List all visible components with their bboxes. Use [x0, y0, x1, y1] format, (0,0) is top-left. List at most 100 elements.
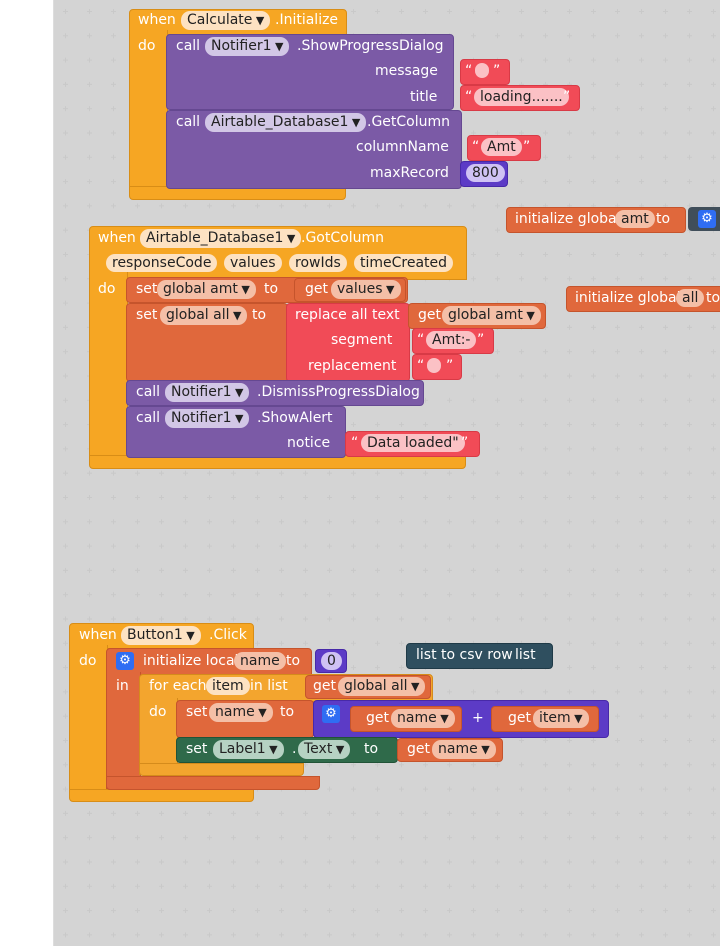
set-name-dropdown[interactable]: name: [209, 703, 273, 722]
replacement-label: replacement: [308, 358, 397, 374]
method-name: .ShowProgressDialog: [297, 38, 444, 54]
global-name-all[interactable]: all: [676, 289, 705, 307]
get-item-dropdown[interactable]: item: [533, 709, 589, 728]
left-panel: [0, 0, 54, 946]
gear-icon[interactable]: ⚙: [322, 705, 340, 723]
call-label: call: [136, 410, 161, 426]
quote-open: “: [417, 332, 425, 348]
max-param-label: maxRecord: [370, 165, 449, 181]
for-each-label: for each: [149, 678, 207, 694]
init-global-label: initialize global: [515, 211, 621, 227]
column-param-label: columnName: [356, 139, 449, 155]
when-label: when: [98, 230, 136, 246]
quote-open: “: [351, 435, 359, 451]
method-name: .DismissProgressDialog: [257, 384, 420, 400]
init-local-label: initialize local: [143, 653, 239, 669]
notifier-dropdown[interactable]: Notifier1: [205, 37, 290, 56]
when-label: when: [138, 12, 176, 28]
call-label: call: [176, 38, 201, 54]
to-label: to: [280, 704, 295, 720]
set-var-dropdown[interactable]: global amt: [157, 280, 256, 299]
list-to-csv-label: list to csv row: [416, 647, 513, 663]
button-dropdown[interactable]: Button1: [121, 626, 201, 645]
param-rowids[interactable]: rowIds: [289, 254, 347, 272]
to-label: to: [252, 307, 267, 323]
get-global-amt-dropdown[interactable]: global amt: [442, 306, 541, 325]
quote-close: ”: [563, 89, 571, 105]
do-label: do: [149, 704, 167, 720]
call-label: call: [136, 384, 161, 400]
do-label: do: [79, 653, 97, 669]
quote-close: ”: [461, 435, 469, 451]
call-label: call: [176, 114, 201, 130]
notifier-dropdown[interactable]: Notifier1: [165, 409, 250, 428]
get-label: get: [305, 281, 328, 297]
get-label: get: [407, 741, 430, 757]
message-param-label: message: [375, 63, 438, 79]
get-values-dropdown[interactable]: values: [331, 280, 401, 299]
init-global-label: initialize global: [575, 290, 681, 306]
replace-all-text-label: replace all text: [295, 307, 400, 323]
get-name-dropdown-2[interactable]: name: [432, 740, 496, 759]
segment-text-value[interactable]: Amt:-: [426, 331, 477, 349]
zero-number-value[interactable]: 0: [321, 652, 342, 670]
quote-close: ”: [493, 63, 501, 79]
set-label: set: [186, 741, 208, 757]
get-label: get: [366, 710, 389, 726]
get-name-dropdown[interactable]: name: [391, 709, 455, 728]
airtable-component-dropdown[interactable]: Airtable_Database1: [140, 229, 302, 248]
param-values[interactable]: values: [224, 254, 282, 272]
message-text-value[interactable]: [475, 63, 489, 78]
quote-open: “: [417, 358, 425, 374]
set-var-dropdown[interactable]: global all: [160, 306, 248, 325]
to-label: to: [286, 653, 301, 669]
param-responsecode[interactable]: responseCode: [106, 254, 218, 272]
to-label: to: [264, 281, 279, 297]
quote-open: “: [472, 139, 480, 155]
replacement-text-value[interactable]: [427, 358, 441, 373]
in-label: in: [116, 678, 129, 694]
component-dropdown[interactable]: Calculate: [181, 11, 271, 30]
property-dropdown[interactable]: Text: [298, 740, 351, 759]
gear-icon[interactable]: ⚙: [116, 652, 134, 670]
to-label: to: [656, 211, 671, 227]
title-text-value[interactable]: loading.......: [474, 88, 569, 106]
gear-icon[interactable]: ⚙: [698, 210, 716, 228]
item-name[interactable]: item: [206, 677, 250, 695]
in-list-label: in list: [250, 678, 288, 694]
max-number-value[interactable]: 800: [466, 164, 505, 182]
quote-close: ”: [523, 139, 531, 155]
quote-open: “: [465, 89, 473, 105]
dot-label: .: [292, 741, 297, 757]
global-name-amt[interactable]: amt: [615, 210, 655, 228]
notice-text-value[interactable]: Data loaded": [361, 434, 465, 452]
replace-all-text-block[interactable]: [286, 303, 410, 382]
to-label: to: [706, 290, 720, 306]
when-label: when: [79, 627, 117, 643]
set-label: set: [186, 704, 208, 720]
to-label: to: [364, 741, 379, 757]
event-name: .GotColumn: [301, 230, 384, 246]
event-name: .Click: [209, 627, 247, 643]
airtable-dropdown[interactable]: Airtable_Database1: [205, 113, 367, 132]
plus-operator: +: [472, 710, 484, 726]
set-global-all[interactable]: [126, 303, 288, 382]
quote-close: ”: [477, 332, 485, 348]
list-param-label: list: [515, 647, 536, 663]
method-name: .ShowAlert: [257, 410, 333, 426]
get-global-all-dropdown[interactable]: global all: [338, 677, 426, 696]
get-label: get: [418, 307, 441, 323]
param-timecreated[interactable]: timeCreated: [354, 254, 454, 272]
quote-open: “: [465, 63, 473, 79]
get-label: get: [508, 710, 531, 726]
local-name[interactable]: name: [234, 652, 286, 670]
do-label: do: [98, 281, 116, 297]
column-text-value[interactable]: Amt: [481, 138, 522, 156]
set-label: set: [136, 281, 158, 297]
quote-close: ”: [446, 358, 454, 374]
label-component-dropdown[interactable]: Label1: [213, 740, 284, 759]
notifier-dropdown[interactable]: Notifier1: [165, 383, 250, 402]
get-label: get: [313, 678, 336, 694]
set-label: set: [136, 307, 158, 323]
segment-label: segment: [331, 332, 393, 348]
